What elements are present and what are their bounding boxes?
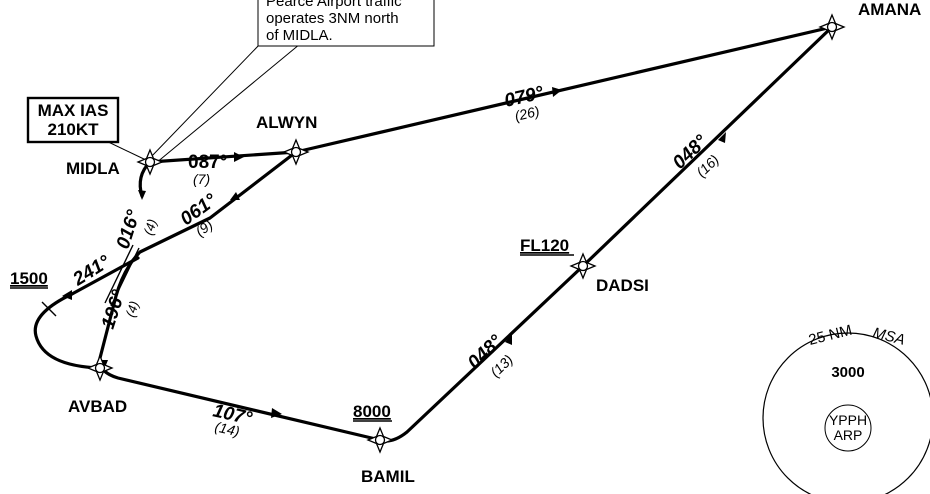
note-line-1: Pearce Airport traffic [266, 0, 402, 10]
crossing-line-2 [110, 247, 140, 307]
route-amana-dadsi [581, 25, 834, 268]
route-midla-alwyn [148, 150, 298, 164]
waypoint-midla-ring [144, 156, 156, 168]
arp-line-2: ARP [834, 427, 863, 443]
arp-circle [824, 404, 872, 452]
waypoint-avbad-label: AVBAD [68, 397, 127, 416]
note-leader-2 [149, 43, 301, 169]
arrow-107 [271, 408, 282, 418]
speed-restriction-line-1: MAX IAS [38, 101, 109, 120]
msa-circle [762, 332, 930, 494]
msa-diagram: 25 NM MSA 3000 YPPH ARP [762, 322, 930, 494]
arrow-016 [138, 190, 146, 200]
waypoint-dadsi-ring [577, 260, 589, 272]
speed-restriction-box: MAX IAS 210KT [26, 96, 120, 144]
distance-4-upper: (4) [141, 217, 160, 237]
waypoint-alwyn-ring [290, 146, 302, 158]
traffic-note: Pearce Airport traffic operates 3NM nort… [257, 0, 435, 47]
track-087: 087° [188, 152, 227, 173]
waypoint-alwyn-label: ALWYN [256, 113, 317, 132]
crossing-line-1 [104, 244, 134, 304]
arrow-061 [230, 192, 240, 200]
waypoint-bamil-ring [374, 434, 386, 446]
track-016: 016° [113, 207, 145, 251]
route-alwyn-amana [294, 25, 834, 154]
arrow-048-lower [505, 334, 512, 345]
waypoint-avbad-ring [94, 362, 106, 374]
waypoint-amana-label: AMANA [858, 0, 921, 19]
arrow-079 [552, 87, 562, 97]
distance-14: (14) [213, 418, 241, 439]
arp-line-1: YPPH [829, 412, 867, 428]
altitude-1500: 1500 [10, 269, 48, 288]
distance-4-lower: (4) [123, 299, 142, 319]
distance-26: (26) [513, 103, 541, 124]
waypoint-amana-ring [826, 21, 838, 33]
msa-altitude: 3000 [831, 364, 864, 381]
note-leader-1 [149, 43, 261, 159]
arrow-241 [62, 290, 72, 300]
altitude-8000: 8000 [353, 402, 391, 421]
distance-7: (7) [193, 171, 210, 187]
arrow-087 [234, 152, 244, 162]
note-line-3: of MIDLA. [266, 27, 333, 44]
msa-radius-label: 25 NM [807, 322, 854, 349]
route-hold-loop [33, 256, 140, 370]
msa-label: MSA [871, 324, 907, 348]
note-line-2: operates 3NM north [266, 10, 399, 27]
arrow-048-upper [718, 132, 726, 143]
waypoint-dadsi-label: DADSI [596, 276, 649, 295]
fix-tick-1500 [41, 301, 57, 317]
speed-restriction-line-2: 210KT [47, 120, 99, 139]
waypoint-midla-label: MIDLA [66, 159, 120, 178]
waypoint-bamil-label: BAMIL [361, 467, 415, 486]
altitude-fl120: FL120 [520, 236, 569, 255]
